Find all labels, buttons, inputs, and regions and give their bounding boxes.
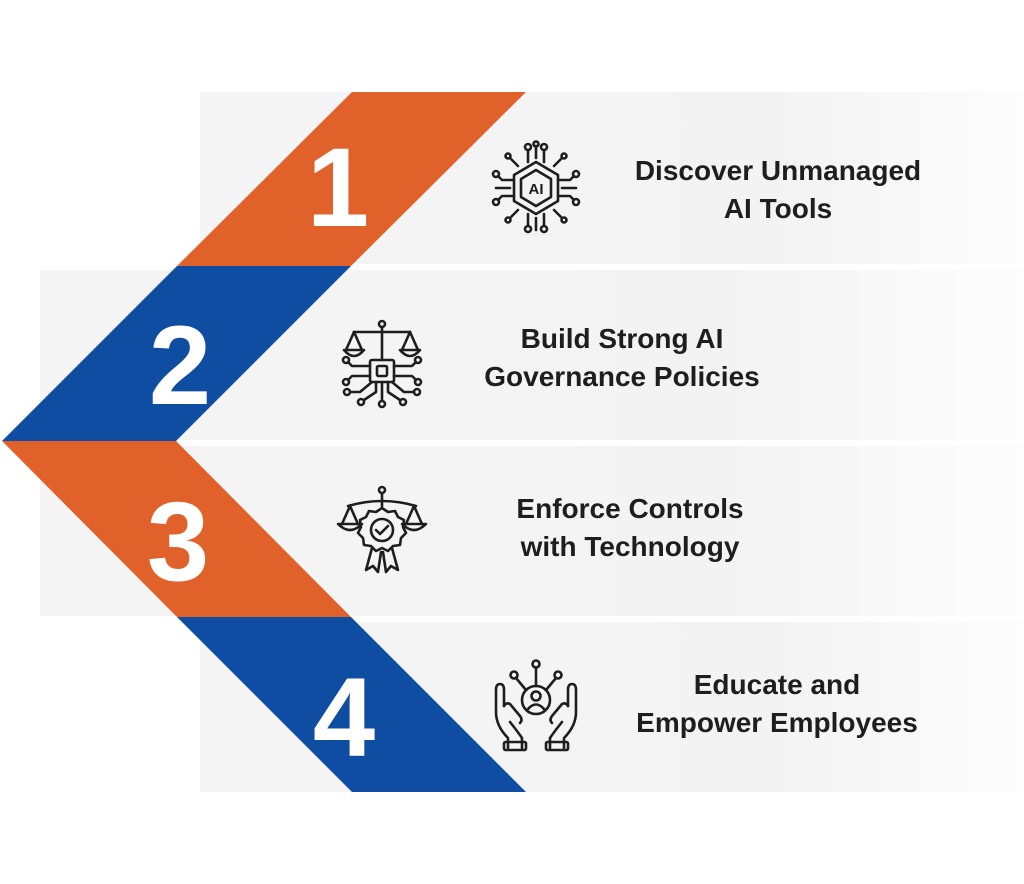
- hands-person-network-icon: [488, 656, 584, 752]
- step-label-1-line-1: Discover Unmanaged: [634, 155, 922, 186]
- step-label-4: Educate and Empower Employees: [604, 666, 950, 742]
- step-label-3: Enforce Controls with Technology: [470, 490, 790, 566]
- scale-badge-check-icon: [334, 484, 430, 580]
- step-number-2: 2: [148, 303, 212, 428]
- step-label-1-line-2: AI Tools: [723, 193, 833, 224]
- step-label-2-line-2: Governance Policies: [484, 361, 760, 392]
- step-label-4-line-1: Educate and: [693, 669, 861, 700]
- step-label-2: Build Strong AI Governance Policies: [450, 320, 794, 396]
- chevron-segment-1: [177, 92, 526, 266]
- governance-scale-circuit-icon: [334, 316, 430, 412]
- step-label-1: Discover Unmanaged AI Tools: [596, 152, 960, 228]
- step-number-1: 1: [306, 125, 370, 250]
- svg-text:AI: AI: [529, 181, 544, 198]
- step-label-2-line-1: Build Strong AI: [520, 323, 724, 354]
- step-label-4-line-2: Empower Employees: [636, 707, 918, 738]
- step-label-3-line-1: Enforce Controls: [516, 493, 744, 524]
- step-number-3: 3: [146, 479, 210, 604]
- chevron-segment-3: [2, 441, 351, 617]
- ai-chip-icon: AI: [488, 140, 584, 236]
- chevron-segment-2: [2, 266, 351, 441]
- step-label-3-line-2: with Technology: [520, 531, 740, 562]
- step-number-4: 4: [312, 655, 376, 780]
- chevron-segment-4: [177, 617, 526, 792]
